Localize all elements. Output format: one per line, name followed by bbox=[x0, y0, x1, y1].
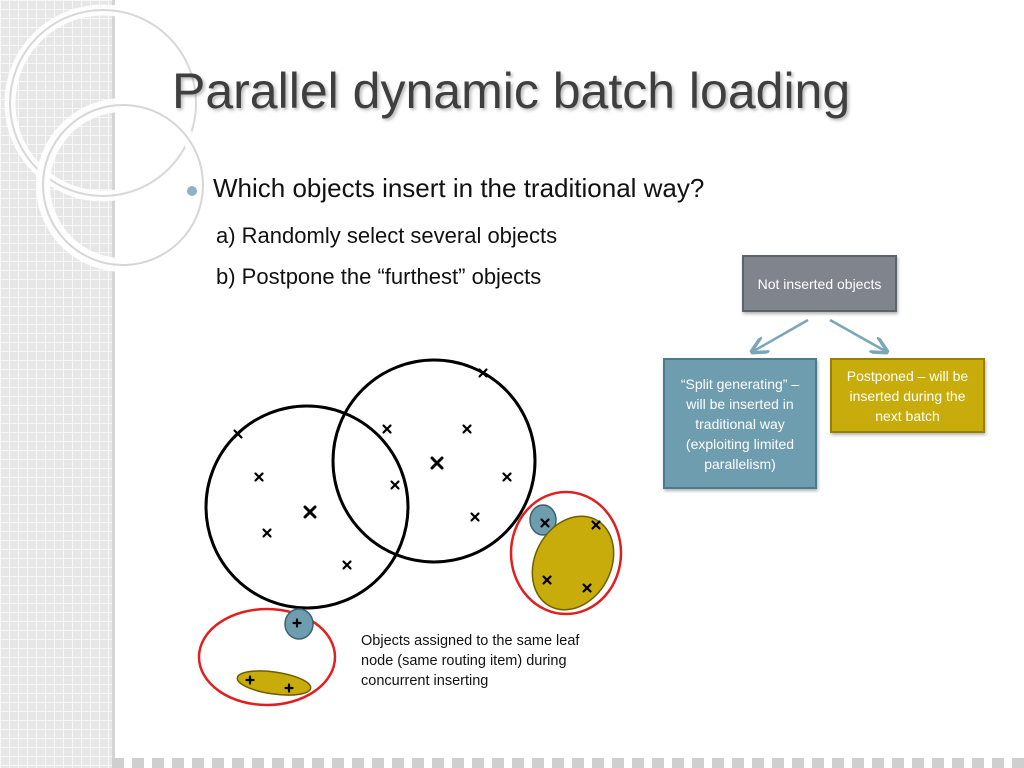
object-point-marker bbox=[342, 560, 352, 570]
concurrent-insert-caption: Objects assigned to the same leaf node (… bbox=[361, 633, 580, 689]
object-point-marker bbox=[462, 424, 472, 434]
sub-item-a: a) Randomly select several objects bbox=[216, 223, 558, 248]
object-plus-marker bbox=[292, 618, 302, 628]
node-circle-right bbox=[331, 358, 537, 564]
object-plus-marker bbox=[245, 675, 255, 685]
object-point-marker bbox=[262, 528, 272, 538]
arrow-to-postponed-box bbox=[829, 318, 887, 352]
group-outline-right bbox=[509, 490, 623, 616]
slide-title: Parallel dynamic batch loading bbox=[172, 63, 851, 119]
object-point-marker bbox=[254, 472, 264, 482]
arrow-to-split-box bbox=[752, 318, 809, 352]
object-point-marker bbox=[233, 429, 243, 439]
node-circle-left bbox=[204, 404, 410, 610]
object-point-marker bbox=[470, 512, 480, 522]
object-points bbox=[233, 368, 601, 693]
postponed-object-blob bbox=[236, 670, 312, 696]
object-point-marker bbox=[390, 480, 400, 490]
bottom-dashed-border bbox=[112, 758, 1024, 768]
decorative-rings bbox=[4, 4, 210, 272]
routing-center-marker bbox=[430, 456, 444, 470]
group-outline-bottom bbox=[197, 607, 337, 707]
not-inserted-objects-box: Not inserted objects bbox=[742, 255, 897, 312]
routing-center-marker bbox=[303, 505, 317, 519]
object-point-marker bbox=[591, 520, 601, 530]
object-point-marker bbox=[502, 472, 512, 482]
object-point-marker bbox=[542, 575, 552, 585]
main-bullet-text: Which objects insert in the traditional … bbox=[213, 173, 705, 203]
split-generating-box: “Split generating” – will be inserted in… bbox=[663, 358, 817, 489]
sub-item-b: b) Postpone the “furthest” objects bbox=[216, 264, 542, 289]
postponed-box: Postponed – will be inserted during the … bbox=[830, 358, 985, 433]
object-point-marker bbox=[478, 368, 488, 378]
object-plus-marker bbox=[284, 683, 294, 693]
object-point-marker bbox=[540, 518, 550, 528]
object-point-marker bbox=[382, 424, 392, 434]
bullet-dot-icon bbox=[187, 186, 197, 196]
postponed-object-blob bbox=[531, 515, 615, 611]
object-point-marker bbox=[582, 583, 592, 593]
side-panel-edge bbox=[112, 0, 115, 768]
